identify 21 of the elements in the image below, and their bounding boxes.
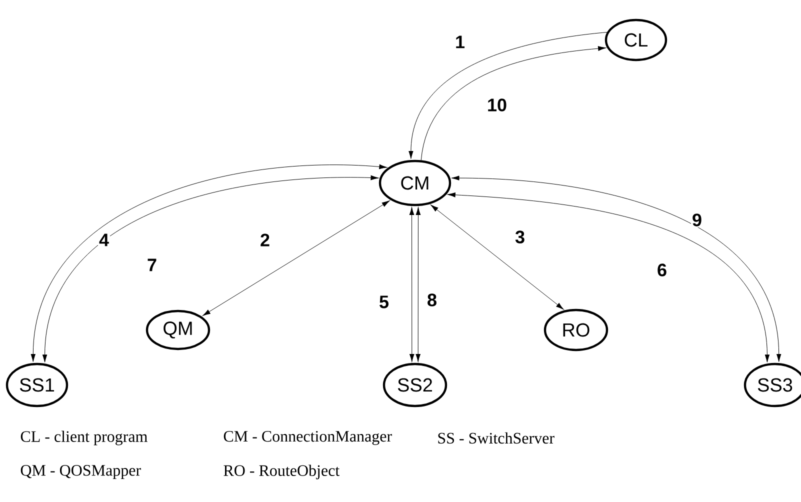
legend-text: CL - client program <box>20 430 148 446</box>
edge-label: 10 <box>486 98 508 112</box>
legend-text: QM - QOSMapper <box>20 465 141 479</box>
edge-label: 4 <box>98 232 110 248</box>
arrow <box>408 32 608 159</box>
legend-text: SS - SwitchServer <box>438 432 554 444</box>
arrow <box>420 46 606 160</box>
edge-label: 3 <box>514 230 526 244</box>
edge-label: 7 <box>146 258 158 272</box>
arrow <box>430 204 564 310</box>
arrow <box>416 207 421 362</box>
legend-text: RO - RouteObject <box>224 464 340 480</box>
arrow <box>409 207 414 362</box>
edge-label: 1 <box>454 34 466 50</box>
legend-text: CM - ConnectionManager <box>224 430 392 445</box>
arrow <box>202 200 390 316</box>
edge-label: 6 <box>656 262 668 278</box>
edge-label: 5 <box>378 294 390 310</box>
edge-label: 8 <box>426 292 438 308</box>
edge-label: 2 <box>259 232 271 248</box>
edge-label: 9 <box>691 212 703 228</box>
